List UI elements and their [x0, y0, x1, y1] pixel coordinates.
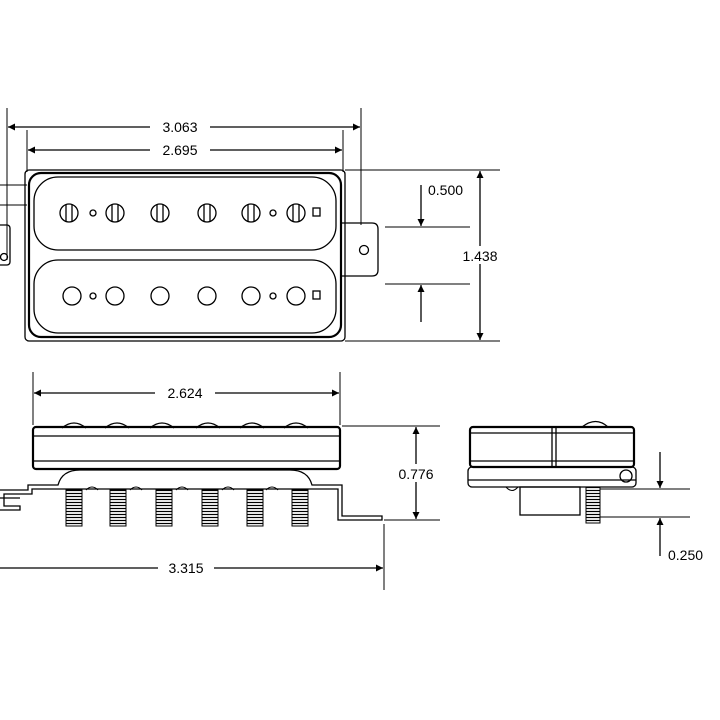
threaded-screw-6	[291, 489, 309, 527]
dim-pole-row-offset: 0.500	[428, 182, 463, 198]
pole-hex-5	[241, 286, 261, 306]
top-view: 3.063 2.695	[0, 108, 504, 342]
pole-slug-small	[269, 209, 277, 217]
dim-label-bg	[150, 118, 210, 136]
pole-square-marker	[312, 290, 321, 300]
pole-hex-1	[62, 286, 82, 306]
dim-height: 0.776	[398, 466, 433, 482]
threaded-screw-5	[246, 489, 264, 527]
threaded-screw-2	[109, 489, 127, 527]
pole-screw-1	[59, 203, 79, 223]
mounting-screw-end	[619, 469, 633, 483]
bracket-end	[519, 486, 581, 516]
threaded-screw-end	[585, 486, 601, 524]
pole-slug-small	[269, 292, 277, 300]
bobbin-top	[33, 176, 337, 251]
mounting-hole-left	[0, 252, 9, 262]
pole-screw-2	[105, 203, 125, 223]
threaded-screw-3	[155, 489, 173, 527]
dim-overall-length-top: 3.063	[162, 119, 197, 135]
side-view: 2.624	[0, 372, 440, 590]
threaded-screw-1	[65, 489, 83, 527]
pickup-cover	[27, 171, 343, 339]
pole-row-top	[59, 203, 321, 223]
threaded-screw-4	[201, 489, 219, 527]
pole-slug-small	[89, 209, 97, 217]
mounting-ear-left	[0, 224, 11, 266]
pole-hex-2	[105, 286, 125, 306]
dim-label-bg	[392, 464, 440, 482]
pole-square-marker	[312, 207, 321, 217]
pole-row-bottom	[62, 286, 321, 306]
pole-top-end	[581, 420, 609, 428]
dim-cover-length-top: 2.695	[162, 142, 197, 158]
dim-baseplate-length: 3.315	[168, 560, 203, 576]
pole-screws-threaded	[65, 486, 309, 527]
mounting-hole-right	[358, 244, 370, 256]
pole-screw-6	[286, 203, 306, 223]
pole-screw-5	[241, 203, 261, 223]
dim-cover-length-side: 2.624	[167, 385, 202, 401]
end-view: 0.250	[467, 420, 703, 563]
dim-label-bg	[158, 559, 214, 577]
mounting-ear-right	[340, 222, 379, 277]
baseplate-side	[0, 469, 383, 521]
pole-hex-3	[150, 286, 170, 306]
bobbin-bottom	[33, 259, 337, 334]
dim-label-bg	[150, 141, 210, 159]
pickup-cover-side	[31, 425, 342, 471]
pole-screw-3	[150, 203, 170, 223]
pole-screw-4	[197, 203, 217, 223]
dim-overall-width: 1.438	[462, 248, 497, 264]
dim-label-bg	[155, 384, 215, 402]
baseplate-outline	[24, 169, 346, 342]
pole-slug-small	[89, 292, 97, 300]
pole-hex-4	[197, 286, 217, 306]
pole-hex-6	[286, 286, 306, 306]
dim-mount-offset: 0.250	[668, 547, 703, 563]
baseplate-end	[467, 466, 637, 488]
dim-label-bg	[456, 246, 504, 264]
